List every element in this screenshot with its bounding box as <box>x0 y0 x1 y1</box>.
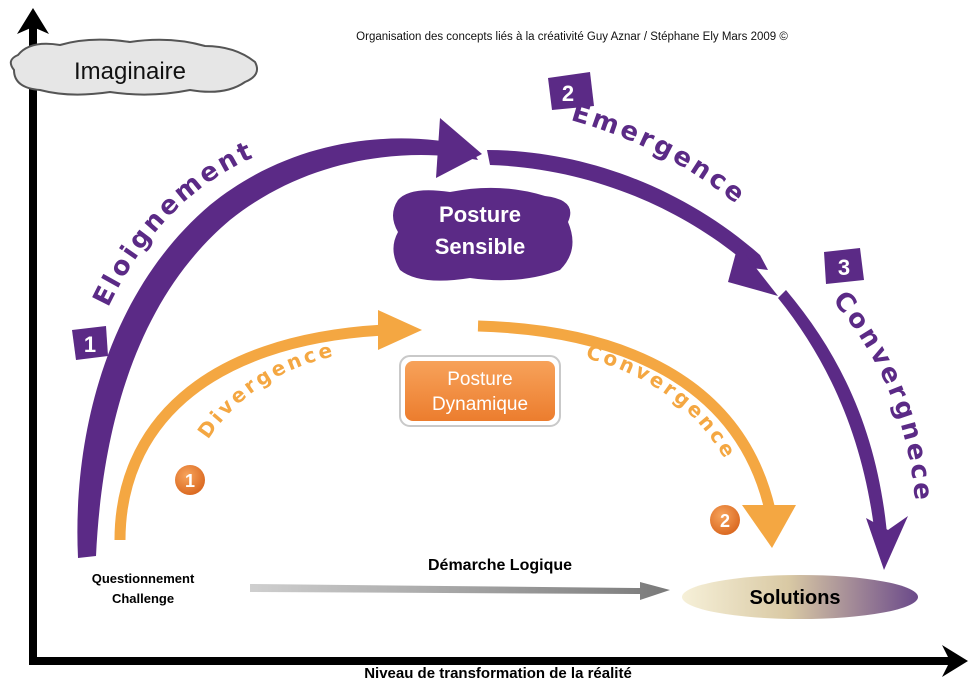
sensible-step-2-number: 2 <box>562 81 574 106</box>
credit-text: Organisation des concepts liés à la créa… <box>356 31 788 43</box>
demarche-logique-label: Démarche Logique <box>428 557 572 574</box>
emergence-brush <box>487 150 768 270</box>
convergence-arrow <box>477 320 776 512</box>
sensible-step-2-badge: 2 <box>548 72 594 110</box>
convergence-label-text: Convergence <box>584 340 739 464</box>
posture-sensible-line2: Sensible <box>435 234 525 259</box>
x-axis <box>30 645 968 677</box>
eloignement-label-text: Eloignement <box>87 135 256 311</box>
convergnece-arrowhead <box>866 516 908 570</box>
posture-sensible-line1: Posture <box>439 202 521 227</box>
eloignement-label: Eloignement <box>87 135 259 311</box>
sensible-step-3-badge: 3 <box>824 248 864 284</box>
sensible-step-3-number: 3 <box>838 255 850 280</box>
x-axis-label: Niveau de transformation de la réalité <box>364 665 632 682</box>
y-axis-label: Imaginaire <box>74 58 186 85</box>
dynamic-step-1-badge: 1 <box>175 465 205 495</box>
emergence-arrowhead <box>728 245 778 296</box>
demarche-logique-arrow <box>250 582 670 600</box>
posture-sensible-blob: Posture Sensible <box>393 187 573 281</box>
sensible-arc <box>77 118 908 570</box>
solutions-ellipse: Solutions <box>682 575 918 619</box>
eloignement-arrowhead <box>436 118 482 178</box>
challenge-label: Challenge <box>112 591 174 606</box>
posture-dynamique-line2: Dynamique <box>432 394 528 415</box>
divergence-arrow <box>114 324 386 541</box>
dynamic-arc <box>114 310 796 548</box>
eloignement-brush <box>77 138 478 558</box>
y-axis <box>17 8 49 665</box>
dynamic-step-2-badge: 2 <box>710 505 740 535</box>
convergence-arrowhead <box>742 505 796 548</box>
posture-dynamique-line1: Posture <box>447 369 512 390</box>
convergnece-brush <box>778 290 888 545</box>
divergence-arrowhead <box>378 310 422 350</box>
imaginaire-cloud: Imaginaire <box>9 38 258 96</box>
questionnement-label: Questionnement <box>92 571 195 586</box>
dynamic-step-1-number: 1 <box>185 471 195 491</box>
dynamic-step-2-number: 2 <box>720 511 730 531</box>
convergence-label: Convergence <box>584 340 742 464</box>
sensible-step-1-number: 1 <box>84 332 96 357</box>
posture-dynamique-box: Posture Dynamique <box>399 355 561 427</box>
sensible-step-1-badge: 1 <box>72 326 108 360</box>
solutions-label: Solutions <box>749 587 840 609</box>
